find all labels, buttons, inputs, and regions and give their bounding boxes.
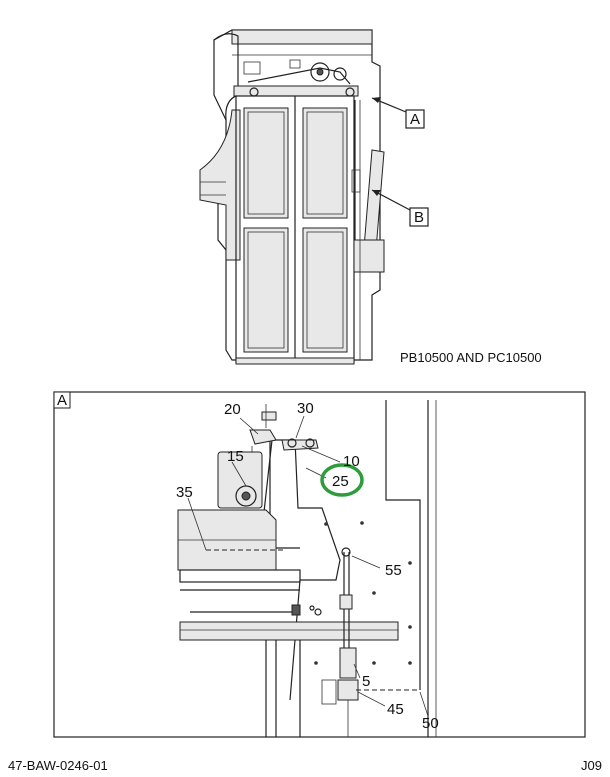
callout-b: B [371,189,429,227]
part-label-25: 25 [332,473,349,490]
detail-frame [53,391,586,738]
leader-lines [187,415,429,717]
part-label-15: 15 [227,448,244,465]
callout-a-label: A [410,111,420,128]
part-label-5: 5 [362,673,370,690]
part-label-10: 10 [343,453,360,470]
callout-a: A [371,97,425,129]
page-code: J09 [581,758,602,773]
part-label-50: 50 [422,715,439,732]
part-label-30: 30 [297,400,314,417]
callout-b-label: B [414,209,424,226]
part-label-35: 35 [176,484,193,501]
highlight-circle-part-25 [320,463,364,497]
part-label-20: 20 [224,401,241,418]
part-label-45: 45 [387,701,404,718]
detail-drawing [177,400,437,737]
document-code: 47-BAW-0246-01 [8,758,108,773]
detail-frame-tag [53,391,71,409]
detail-frame-label: A [57,392,67,409]
cab-door-drawing [199,29,385,365]
part-label-55: 55 [385,562,402,579]
model-caption: PB10500 AND PC10500 [400,350,542,365]
